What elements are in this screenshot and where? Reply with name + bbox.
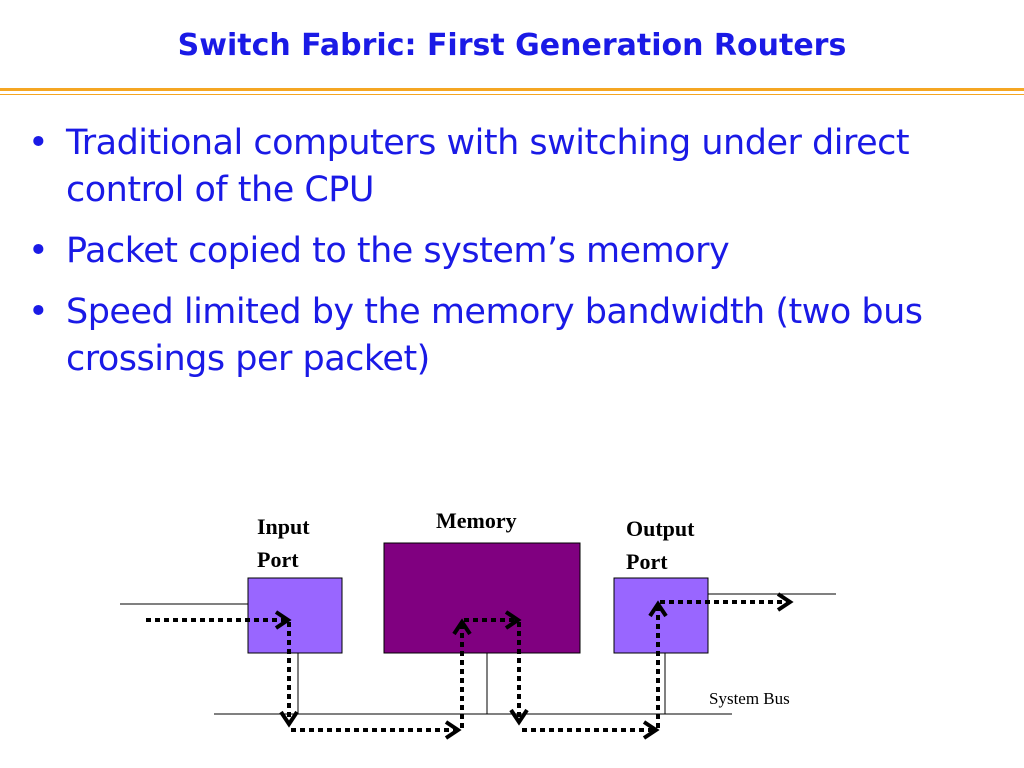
input-port-label-line1: Input: [257, 514, 310, 539]
arrowhead-memory-right: [504, 610, 522, 630]
bullet-marker: •: [28, 231, 49, 271]
output-port-box: [613, 577, 709, 654]
arrowhead-into-input-port: [274, 610, 292, 630]
bullet-list: • Traditional computers with switching u…: [28, 120, 1008, 397]
packet-path: [146, 600, 790, 732]
memory-label: Memory: [436, 508, 517, 533]
bullet-marker: •: [28, 123, 49, 163]
title-divider-thin: [0, 94, 1024, 95]
output-port-label-line2: Port: [626, 549, 668, 574]
output-port-label-line1: Output: [626, 516, 695, 541]
arrowhead-down-memory: [509, 708, 529, 726]
packet-arrowheads: [274, 592, 794, 740]
bullet-item: • Traditional computers with switching u…: [28, 120, 1008, 214]
input-port-box: [247, 577, 343, 654]
arrowhead-up-into-output: [648, 600, 668, 618]
title-divider-thick: [0, 88, 1024, 91]
bullet-item: • Speed limited by the memory bandwidth …: [28, 289, 1008, 383]
arrowhead-output-out: [776, 592, 794, 612]
arrowhead-bus-to-memory: [444, 720, 462, 740]
bullet-text: Traditional computers with switching und…: [66, 123, 910, 210]
bullet-text: Packet copied to the system’s memory: [66, 231, 730, 271]
bullet-marker: •: [28, 292, 49, 332]
input-port-label-line2: Port: [257, 547, 299, 572]
arrowhead-up-into-memory: [452, 618, 472, 636]
system-bus-label: System Bus: [709, 689, 790, 708]
arrowhead-bus-to-output: [642, 720, 660, 740]
slide-title: Switch Fabric: First Generation Routers: [177, 28, 847, 63]
bullet-item: • Packet copied to the system’s memory: [28, 228, 1008, 275]
bullet-text: Speed limited by the memory bandwidth (t…: [66, 292, 923, 379]
memory-box: [383, 542, 581, 654]
arrowhead-down-input: [279, 710, 299, 728]
